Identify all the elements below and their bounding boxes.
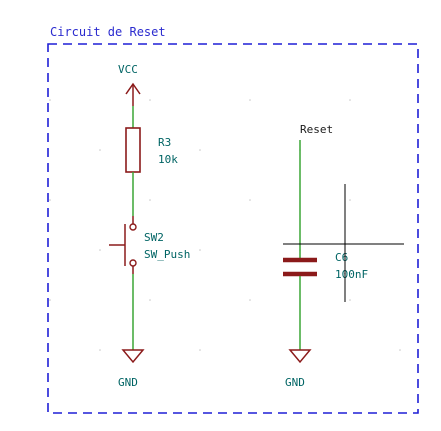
grid-dots (49, 99, 401, 351)
gnd-label-left: GND (118, 376, 138, 389)
c6-value-label: 100nF (335, 268, 368, 281)
r3-ref-label: R3 (158, 136, 171, 149)
capacitor-c6[interactable]: C6 100nF (283, 251, 368, 281)
gnd-power-symbol-right[interactable]: GND (285, 349, 312, 389)
reset-net-label[interactable]: Reset (300, 123, 333, 136)
sheet-title: Circuit de Reset (50, 25, 166, 39)
r3-value-label: 10k (158, 153, 178, 166)
gnd-label-right: GND (285, 376, 305, 389)
switch-sw2[interactable]: SW2 SW_Push (109, 216, 190, 274)
vcc-label: VCC (118, 63, 138, 76)
vcc-power-symbol[interactable]: VCC (118, 63, 141, 106)
sheet-border (47, 43, 419, 414)
reset-cap-circuit: Reset C6 100nF GND (283, 123, 368, 389)
c6-ref-label: C6 (335, 251, 348, 264)
resistor-r3[interactable]: R3 10k (125, 127, 178, 173)
sw2-ref-label: SW2 (144, 231, 164, 244)
reset-button-circuit: VCC R3 10k SW2 SW_Push (109, 63, 190, 389)
sw2-value-label: SW_Push (144, 248, 190, 261)
gnd-power-symbol-left[interactable]: GND (118, 349, 145, 389)
crosshair-cursor-icon (283, 184, 404, 302)
